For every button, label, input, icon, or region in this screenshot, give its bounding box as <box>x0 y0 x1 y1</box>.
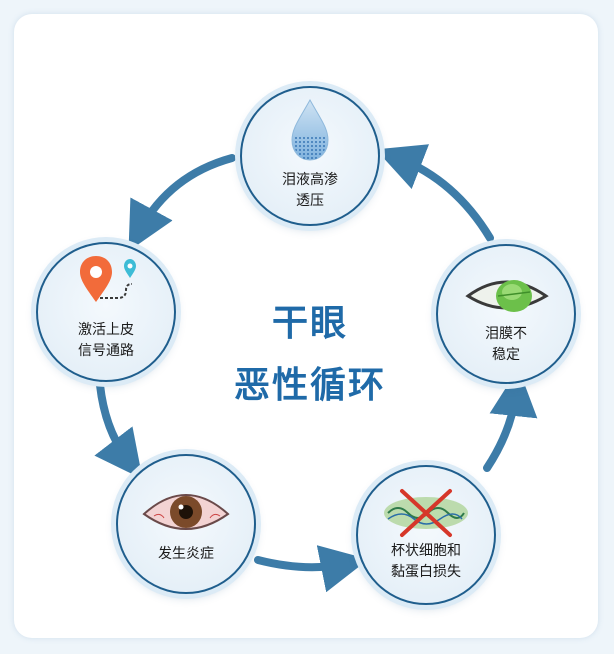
node-label-line2: 黏蛋白损失 <box>391 564 461 580</box>
arrow-right-to-top <box>375 144 494 242</box>
node-tear-osmolarity: 泪液高渗 透压 <box>240 86 380 226</box>
node-label: 泪膜不 稳定 <box>448 324 564 366</box>
arrow-top-to-left <box>128 154 236 252</box>
node-label-line1: 发生炎症 <box>158 546 214 562</box>
node-label-line1: 杯状细胞和 <box>391 543 461 559</box>
node-signaling: 激活上皮 信号通路 <box>36 242 176 382</box>
node-label: 发生炎症 <box>128 544 244 565</box>
arrow-left-to-bottomleft <box>94 381 143 480</box>
green-eye-icon <box>465 280 549 312</box>
node-label: 杯状细胞和 黏蛋白损失 <box>368 541 484 583</box>
center-title-line1: 干眼 <box>271 303 348 344</box>
node-label-line1: 泪膜不 <box>485 326 527 342</box>
node-label: 泪液高渗 透压 <box>252 170 368 212</box>
node-label: 激活上皮 信号通路 <box>48 320 164 362</box>
location-pin-icon <box>80 256 136 302</box>
center-title: 干眼 恶性循环 <box>190 300 430 410</box>
crossed-cells-icon <box>384 489 468 537</box>
node-label-line1: 泪液高渗 <box>282 172 338 188</box>
node-label-line2: 透压 <box>296 193 324 209</box>
node-inflammation: 发生炎症 <box>116 454 256 594</box>
node-label-line1: 激活上皮 <box>78 322 134 338</box>
arrow-bottomleft-to-bottomright <box>254 545 369 593</box>
red-eye-icon <box>142 494 230 530</box>
node-label-line2: 稳定 <box>492 347 520 363</box>
node-label-line2: 信号通路 <box>78 343 134 359</box>
water-drop-icon <box>291 98 329 161</box>
center-title-line2: 恶性循环 <box>233 365 386 406</box>
arrow-bottomright-to-right <box>483 368 538 472</box>
node-goblet-cell: 杯状细胞和 黏蛋白损失 <box>356 465 496 605</box>
node-tear-film: 泪膜不 稳定 <box>436 244 576 384</box>
